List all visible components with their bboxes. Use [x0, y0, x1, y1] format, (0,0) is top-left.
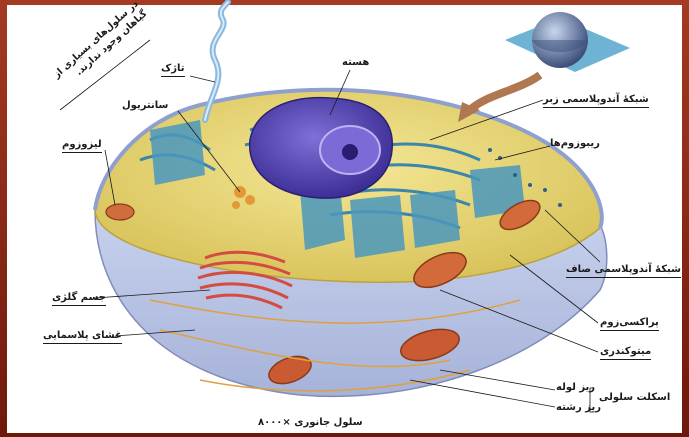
- label-plasma-membrane: غشای پلاسمایی: [43, 330, 122, 344]
- label-microfilament: ریز رشته: [556, 402, 601, 414]
- label-microtubule: ریز لوله: [556, 382, 595, 394]
- nucleus: [250, 98, 393, 199]
- orientation-sphere-icon: [505, 12, 630, 72]
- label-cytoskeleton: اسکلت سلولی: [599, 392, 670, 404]
- label-lysosome: لیزوزوم: [62, 139, 102, 153]
- label-mitochondria: میتوکندری: [600, 346, 651, 360]
- label-smooth-er: شبکهٔ آندوپلاسمی صاف: [566, 264, 681, 278]
- label-nucleus: هسته: [342, 57, 369, 69]
- diagram-caption: سلول جانوری ×۸۰۰۰: [258, 417, 363, 429]
- label-golgi: جسم گلژی: [52, 292, 106, 306]
- label-ribosomes: ریبوزوم‌ها: [550, 138, 600, 150]
- label-peroxisome: پراکسی‌زوم: [600, 317, 659, 331]
- label-flagellum: تاژک: [161, 63, 185, 77]
- label-centriole: سانتریول: [122, 100, 168, 112]
- label-rough-er: شبکهٔ آندوپلاسمی زبر: [543, 94, 649, 108]
